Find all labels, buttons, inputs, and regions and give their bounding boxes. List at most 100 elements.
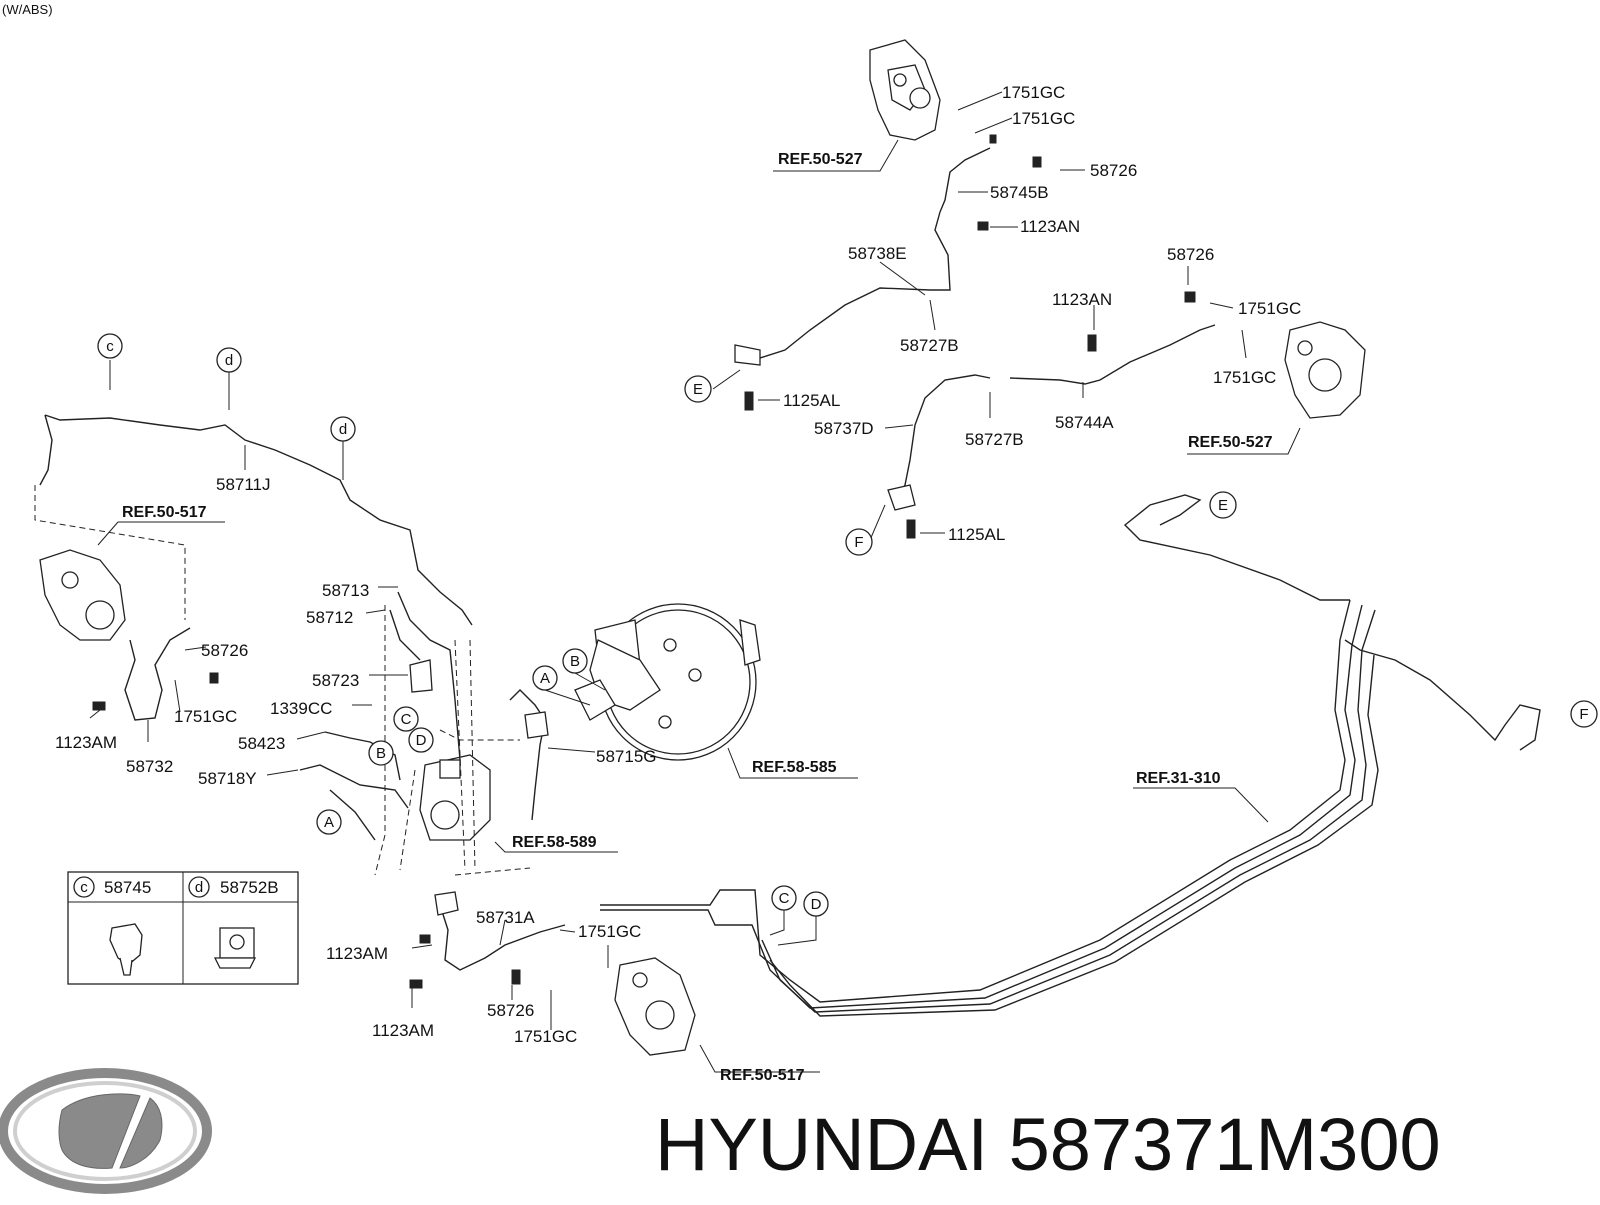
label-1123am: 1123AM: [326, 944, 388, 963]
label-58712: 58712: [306, 608, 353, 627]
pipe-58744a: [1009, 324, 1216, 385]
bolt-icon: [744, 391, 754, 411]
label-1123am: 1123AM: [372, 1021, 434, 1040]
brand-part-title: HYUNDAI 587371M300: [655, 1103, 1441, 1186]
bolt-icon: [989, 134, 997, 144]
label-1751gc: 1751GC: [1002, 83, 1065, 102]
front-caliper-left-image: [39, 549, 126, 641]
callout-b-abs: B: [368, 740, 394, 766]
callout-e-top: E: [684, 375, 712, 403]
hose-58732: [124, 627, 191, 721]
svg-text:E: E: [1218, 497, 1228, 514]
ref-label: REF.31-310: [1136, 770, 1221, 787]
clip-legend-table: c 58745 d 58752B: [67, 871, 299, 985]
svg-text:D: D: [811, 896, 822, 913]
callout-d-top-1: d: [216, 347, 242, 373]
callout-b-booster: B: [562, 648, 588, 674]
pipe-58711j: [44, 414, 473, 626]
ref-label: REF.50-527: [778, 151, 863, 168]
label-58726: 58726: [1167, 245, 1214, 264]
ref-label: REF.58-589: [512, 834, 597, 851]
label-58713: 58713: [322, 581, 369, 600]
abs-hydraulic-unit-image: [419, 754, 491, 841]
callout-c-bottom: C: [771, 885, 797, 911]
ref-label: REF.50-517: [720, 1067, 805, 1084]
label-58727b: 58727B: [965, 430, 1024, 449]
label-1751gc: 1751GC: [1238, 299, 1301, 318]
pipe-58745b: [939, 147, 991, 213]
pipe-58737d: [896, 374, 991, 501]
label-1123an: 1123AN: [1052, 290, 1112, 309]
svg-text:A: A: [540, 670, 550, 687]
rear-caliper-right-image: [1284, 321, 1366, 419]
callout-e-right: E: [1209, 491, 1237, 519]
bolt-icon: [1087, 334, 1097, 352]
legend-key: c: [80, 879, 88, 896]
svg-text:c: c: [106, 338, 114, 355]
label-58727b: 58727B: [900, 336, 959, 355]
label-58731a: 58731A: [476, 908, 535, 927]
bolt-icon: [92, 701, 106, 711]
label-58726: 58726: [487, 1001, 534, 1020]
svg-text:d: d: [339, 421, 347, 438]
pipe-58738e: [748, 211, 951, 359]
clip-58745-icon: [109, 923, 143, 976]
svg-text:E: E: [693, 381, 703, 398]
svg-text:F: F: [854, 534, 863, 551]
label-1123am: 1123AM: [55, 733, 117, 752]
legend-part: 58745: [104, 878, 151, 897]
hose-58731a: [439, 904, 566, 971]
label-58732: 58732: [126, 757, 173, 776]
svg-text:F: F: [1579, 706, 1588, 723]
svg-text:C: C: [779, 890, 790, 907]
label-1125al: 1125AL: [783, 391, 840, 410]
label-58423: 58423: [238, 734, 285, 753]
bolt-icon: [1032, 156, 1042, 168]
front-caliper-bottom-image: [614, 957, 696, 1056]
ref-label: REF.50-517: [122, 504, 207, 521]
brake-booster-image: [574, 603, 761, 761]
hyundai-logo: [0, 1068, 212, 1194]
svg-text:B: B: [570, 653, 580, 670]
label-1751gc: 1751GC: [1012, 109, 1075, 128]
label-58745b: 58745B: [990, 183, 1049, 202]
legend-key: d: [195, 879, 203, 896]
svg-text:d: d: [225, 352, 233, 369]
label-58726: 58726: [201, 641, 248, 660]
svg-text:A: A: [324, 814, 334, 831]
bolt-icon: [409, 979, 423, 989]
bolt-icon: [906, 519, 916, 539]
legend-part: 58752B: [220, 878, 279, 897]
label-1125al: 1125AL: [948, 525, 1005, 544]
label-1339cc: 1339CC: [270, 699, 332, 718]
bolt-icon: [209, 672, 219, 684]
label-58737d: 58737D: [814, 419, 874, 438]
label-58711j: 58711J: [216, 475, 271, 494]
label-58744a: 58744A: [1055, 413, 1114, 432]
label-58723: 58723: [312, 671, 359, 690]
rear-caliper-top-image: [869, 39, 941, 141]
callout-c-top: c: [97, 333, 123, 359]
bolt-icon: [1184, 291, 1196, 303]
label-1751gc: 1751GC: [578, 922, 641, 941]
label-58715g: 58715G: [596, 747, 657, 766]
label-58738e: 58738E: [848, 244, 907, 263]
clip-58752b-icon: [213, 927, 257, 969]
bolt-icon: [977, 221, 989, 231]
svg-text:D: D: [416, 732, 427, 749]
callout-d-bottom: D: [803, 891, 829, 917]
label-1123an: 1123AN: [1020, 217, 1080, 236]
label-58718y: 58718Y: [198, 769, 257, 788]
callout-a-booster: A: [532, 665, 558, 691]
callout-d-top-2: d: [330, 416, 356, 442]
label-1751gc: 1751GC: [514, 1027, 577, 1046]
callout-d-abs: D: [408, 727, 434, 753]
bolt-icon: [419, 934, 431, 944]
abs-note: (W/ABS): [2, 2, 53, 17]
label-58726: 58726: [1090, 161, 1137, 180]
callout-a-abs: A: [316, 809, 342, 835]
label-1751gc: 1751GC: [174, 707, 237, 726]
svg-text:B: B: [376, 745, 386, 762]
ref-label: REF.50-527: [1188, 434, 1273, 451]
bolt-icon: [511, 969, 521, 985]
